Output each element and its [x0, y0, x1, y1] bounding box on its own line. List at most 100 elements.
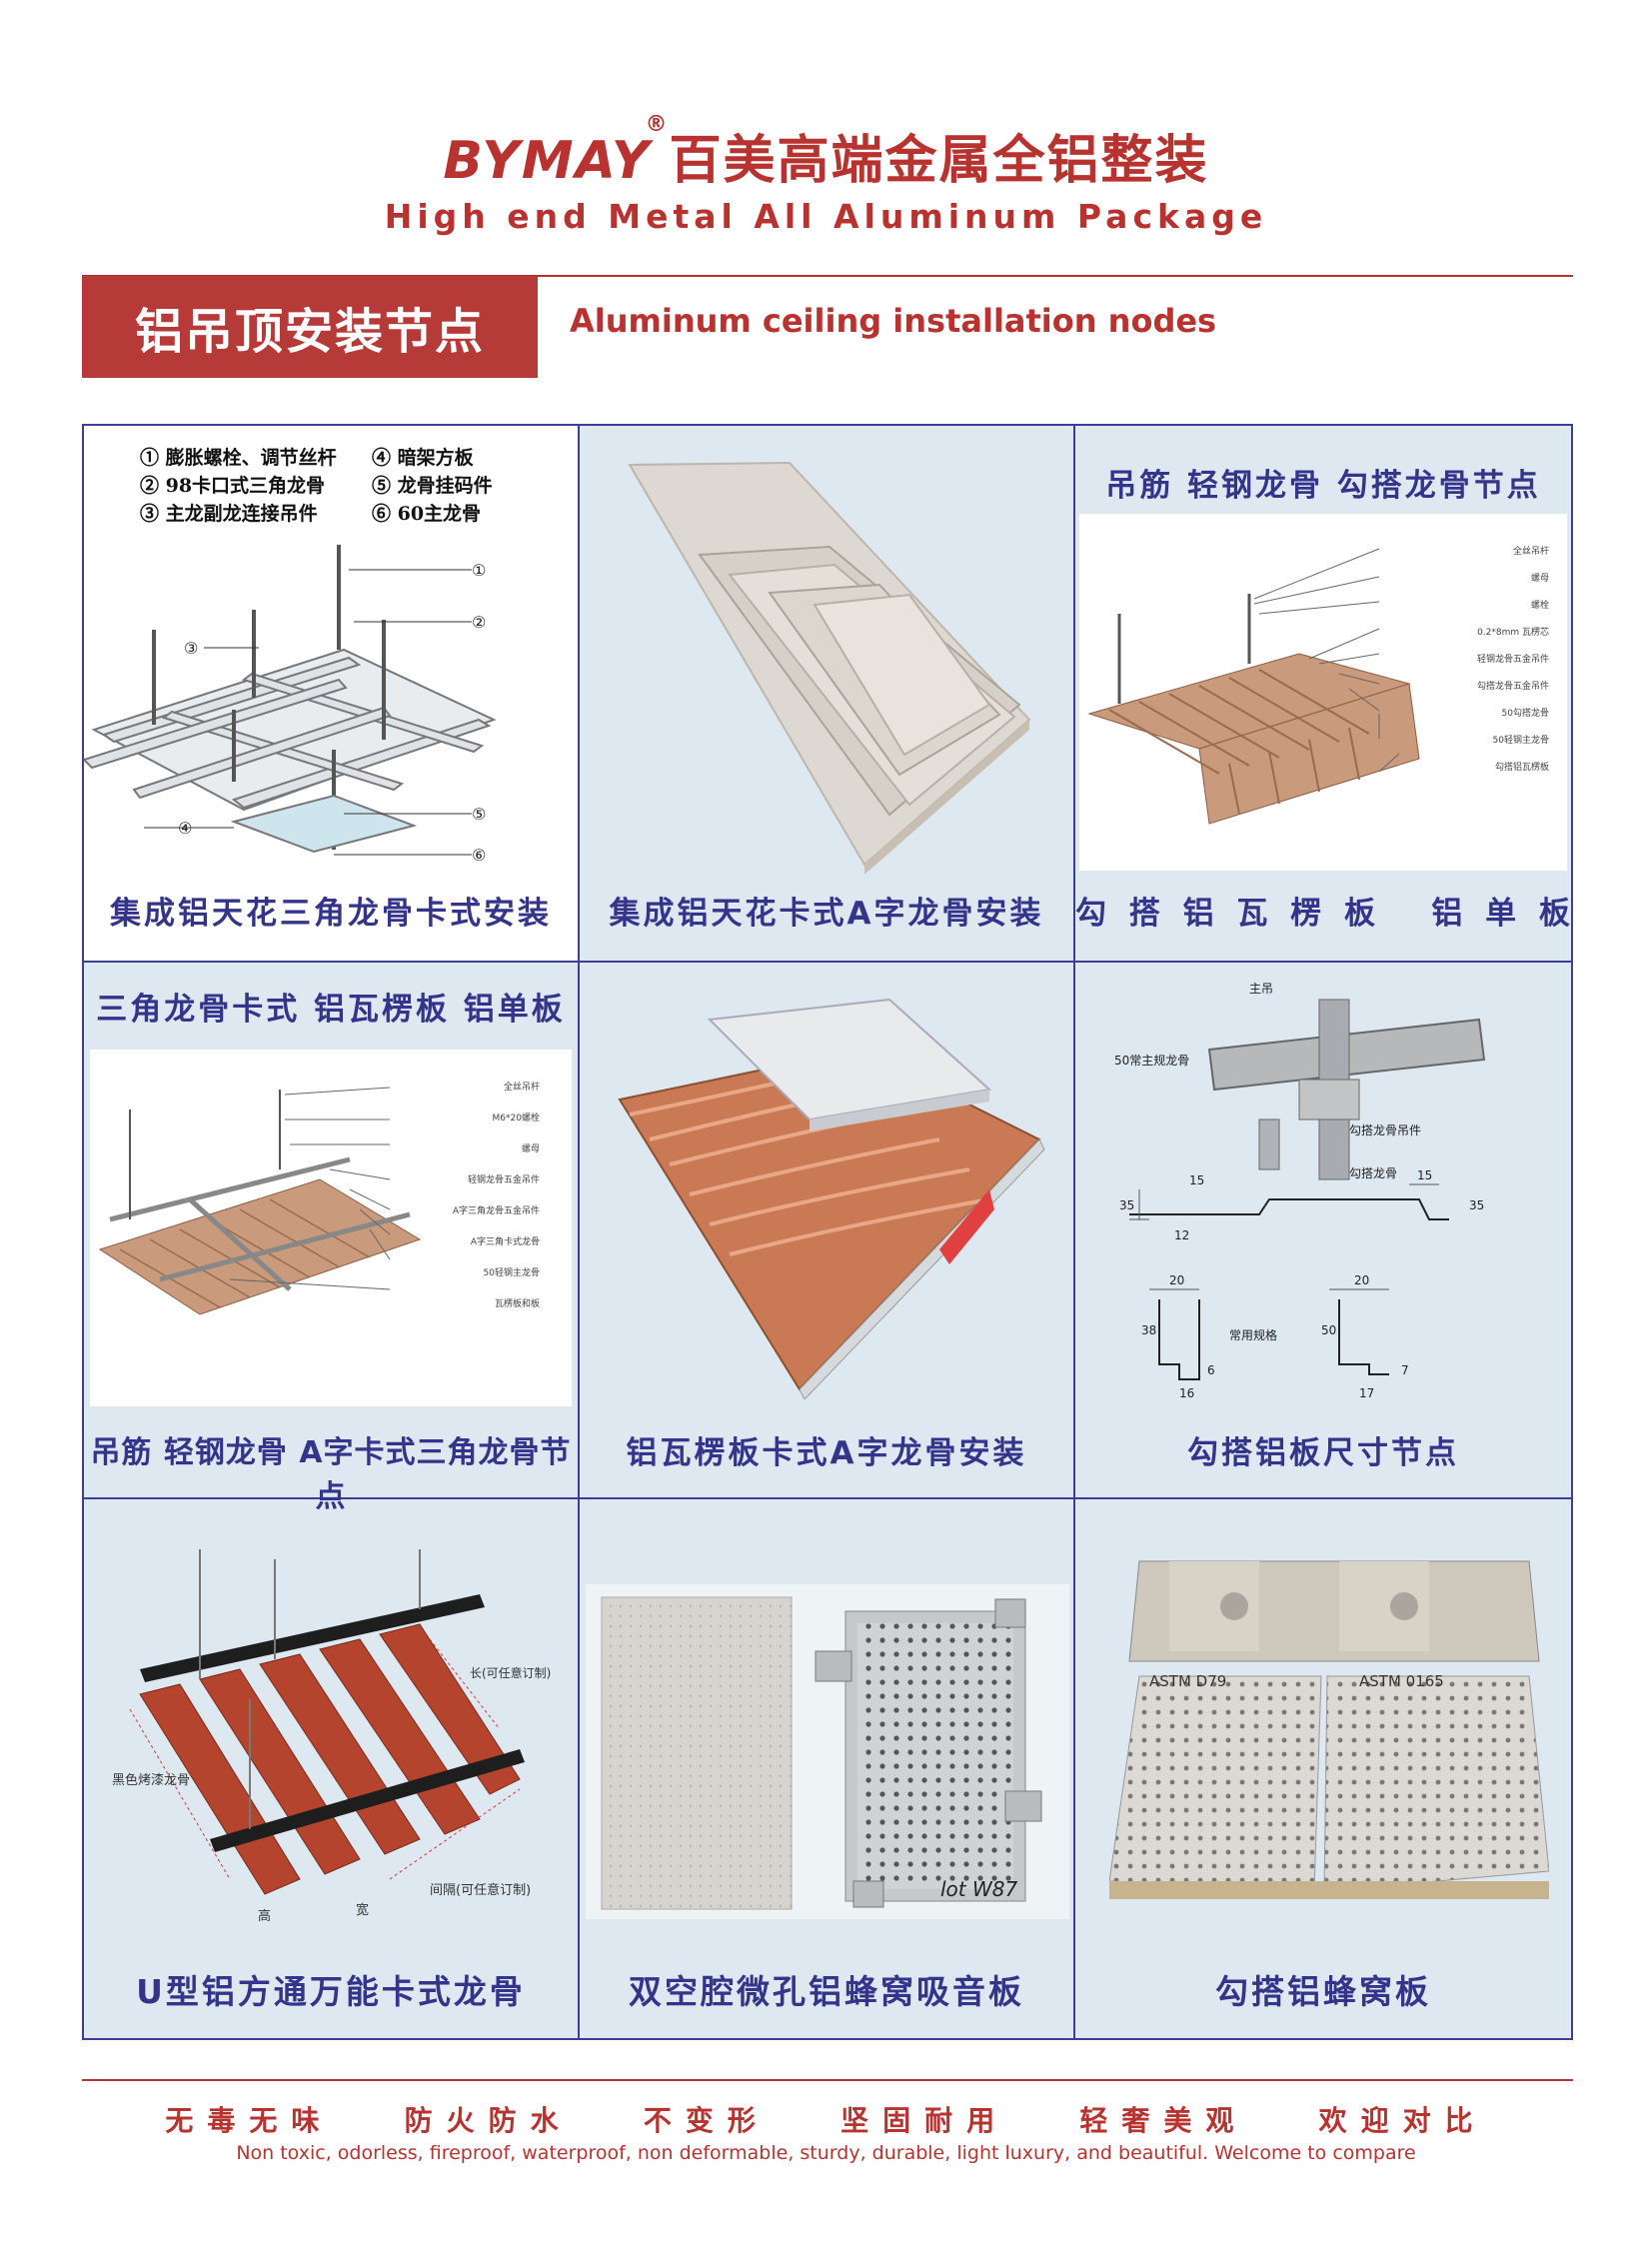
label-4-4: 轻钢龙骨五金吊件: [467, 1175, 540, 1185]
label-4-6: A字三角卡式龙骨: [470, 1237, 540, 1247]
caption-2: 集成铝天花卡式A字龙骨安装: [609, 896, 1044, 932]
feature-6: 欢迎对比: [1318, 2104, 1487, 2137]
dim-6: 20: [1169, 1273, 1184, 1287]
heading-3: 吊筋 轻钢龙骨 勾搭龙骨节点: [1105, 468, 1541, 504]
heading-4: 三角龙骨卡式 铝瓦楞板 铝单板: [96, 992, 566, 1028]
caption-5: 铝瓦楞板卡式A字龙骨安装: [626, 1435, 1027, 1471]
grid-divider-h1: [82, 961, 1573, 963]
label-3-2: 螺母: [1530, 574, 1549, 584]
feature-3: 不变形: [643, 2104, 770, 2137]
legend-item-5: ⑤ 龙骨挂码件: [372, 475, 493, 497]
stamp-astm-0165: ASTM 0165: [1359, 1672, 1444, 1690]
label-6-hook-keel: 勾搭龙骨: [1349, 1166, 1397, 1180]
legend-item-1: ① 膨胀螺栓、调节丝杆: [140, 447, 337, 469]
brand-latin: BYMAY: [443, 131, 652, 191]
grid-divider-v2: [1073, 424, 1075, 2040]
registered-mark: ®: [645, 112, 670, 137]
caption-7: U型铝方通万能卡式龙骨: [136, 1972, 526, 2011]
legend-item-4: ④ 暗架方板: [372, 447, 474, 469]
label-4-1: 全丝吊杆: [503, 1083, 540, 1093]
features-en: Non toxic, odorless, fireproof, waterpro…: [236, 2142, 1416, 2164]
label-3-6: 勾搭龙骨五金吊件: [1476, 682, 1549, 692]
triangle-keel-diagram: ① ② ③ ④ ⑤ ⑥: [84, 545, 497, 865]
label-6-common-spec: 常用规格: [1229, 1327, 1277, 1342]
u-tube-keel-image: [129, 1549, 525, 1895]
label-6-main-keel: 50常主规龙骨: [1114, 1053, 1189, 1068]
marker-5: ⑤: [472, 805, 486, 824]
dim-7: 38: [1141, 1323, 1156, 1337]
caption-4: 吊筋 轻钢龙骨 A字卡式三角龙骨节点: [90, 1435, 572, 1514]
section-title-en: Aluminum ceiling installation nodes: [570, 302, 1217, 340]
label-4-3: 螺母: [521, 1144, 540, 1154]
feature-4: 坚固耐用: [840, 2104, 1009, 2137]
grid-divider-h2: [82, 1497, 1573, 1499]
stamp-astm-d79: ASTM D79: [1149, 1672, 1226, 1690]
label-4-5: A字三角龙骨五金吊件: [452, 1206, 540, 1216]
label-6-main-hanger: 主吊: [1249, 982, 1273, 996]
handwritten-lot-mark: lot W87: [940, 1877, 1017, 1901]
divider-bottom: [82, 2079, 1573, 2081]
feature-5: 轻奢美观: [1079, 2104, 1248, 2137]
feature-2: 防火防水: [404, 2104, 573, 2137]
label-3-1: 全丝吊杆: [1512, 547, 1549, 557]
label-3-8: 50轻钢主龙骨: [1492, 736, 1549, 746]
legend-item-2: ② 98卡口式三角龙骨: [140, 475, 326, 497]
dim-9: 16: [1179, 1386, 1194, 1399]
brand-logo: BYMAY®百美高端金属全铝整装: [0, 112, 1652, 193]
marker-4: ④: [178, 819, 192, 838]
legend-item-3: ③ 主龙副龙连接吊件: [140, 503, 318, 525]
marker-6: ⑥: [472, 846, 486, 865]
label-7-black-keel: 黑色烤漆龙骨: [112, 1773, 191, 1788]
label-3-7: 50勾搭龙骨: [1501, 709, 1549, 719]
hook-keel-diagram: [1087, 548, 1420, 825]
hook-honeycomb-image: ASTM D79 ASTM 0165: [1109, 1560, 1549, 1899]
marker-1: ①: [472, 561, 486, 580]
label-7-width: 宽: [356, 1903, 370, 1918]
feature-1: 无毒无味: [165, 2104, 334, 2137]
legend-left: ① 膨胀螺栓、调节丝杆 ② 98卡口式三角龙骨 ③ 主龙副龙连接吊件: [140, 444, 337, 528]
panel-stack-image: [628, 461, 1031, 875]
label-7-length: 长(可任意订制): [470, 1666, 552, 1680]
label-6-hook-hanger: 勾搭龙骨吊件: [1349, 1124, 1421, 1137]
brand-chinese: 百美高端金属全铝整装: [669, 131, 1209, 191]
dim-2: 15: [1189, 1173, 1204, 1187]
dim-13: 17: [1359, 1386, 1374, 1399]
features-cn: 无毒无味 防火防水 不变形 坚固耐用 轻奢美观 欢迎对比: [0, 2099, 1652, 2139]
marker-3: ③: [184, 639, 198, 658]
label-3-5: 轻钢龙骨五金吊件: [1476, 655, 1549, 665]
dim-4: 15: [1417, 1168, 1432, 1182]
caption-6: 勾搭铝板尺寸节点: [1187, 1435, 1459, 1471]
label-4-8: 瓦楞板和板: [494, 1299, 540, 1309]
dim-10: 20: [1354, 1273, 1369, 1287]
dim-3: 12: [1174, 1228, 1189, 1242]
marker-2: ②: [472, 613, 486, 632]
diagram-4-labels: 全丝吊杆 M6*20螺栓 螺母 轻钢龙骨五金吊件 A字三角龙骨五金吊件 A字三角…: [360, 1080, 540, 1327]
hook-profile-dimension-diagram: 主吊 50常主规龙骨 勾搭龙骨吊件 勾搭龙骨 常用规格 35 15 12 15 …: [1114, 982, 1486, 1399]
diagram-3-labels: 全丝吊杆 螺母 螺栓 0.2*8mm 瓦楞芯 轻钢龙骨五金吊件 勾搭龙骨五金吊件…: [1379, 544, 1549, 787]
caption-3: 勾 搭 铝 瓦 楞 板 铝 单 板: [1075, 896, 1576, 932]
label-4-7: 50轻钢主龙骨: [483, 1268, 540, 1278]
dim-8: 6: [1207, 1363, 1215, 1377]
corrugated-panel-image: [618, 998, 1045, 1399]
legend-right: ④ 暗架方板 ⑤ 龙骨挂码件 ⑥ 60主龙骨: [372, 444, 493, 528]
dim-12: 7: [1401, 1363, 1409, 1377]
label-3-3: 螺栓: [1530, 601, 1549, 611]
product-grid: [82, 424, 1573, 2040]
honeycomb-panel-image: lot W87: [601, 1596, 1042, 1910]
a-keel-diagram: [98, 1087, 422, 1315]
section-title-cn: 铝吊顶安装节点: [82, 276, 538, 378]
divider-top: [82, 275, 1573, 277]
dim-5: 35: [1469, 1198, 1484, 1212]
caption-9: 勾搭铝蜂窝板: [1215, 1972, 1431, 2011]
caption-1: 集成铝天花三角龙骨卡式安装: [110, 896, 552, 932]
label-3-9: 勾搭铝瓦楞板: [1494, 763, 1549, 773]
dim-11: 50: [1321, 1323, 1336, 1337]
label-4-2: M6*20螺栓: [492, 1114, 540, 1124]
label-7-interval: 间隔(可任意订制): [430, 1883, 532, 1898]
grid-divider-v1: [578, 424, 580, 2040]
dim-1: 35: [1119, 1198, 1134, 1212]
label-3-4: 0.2*8mm 瓦楞芯: [1477, 628, 1549, 638]
legend-item-6: ⑥ 60主龙骨: [372, 503, 482, 525]
label-7-height: 高: [258, 1909, 272, 1924]
caption-8: 双空腔微孔铝蜂窝吸音板: [629, 1972, 1024, 2011]
